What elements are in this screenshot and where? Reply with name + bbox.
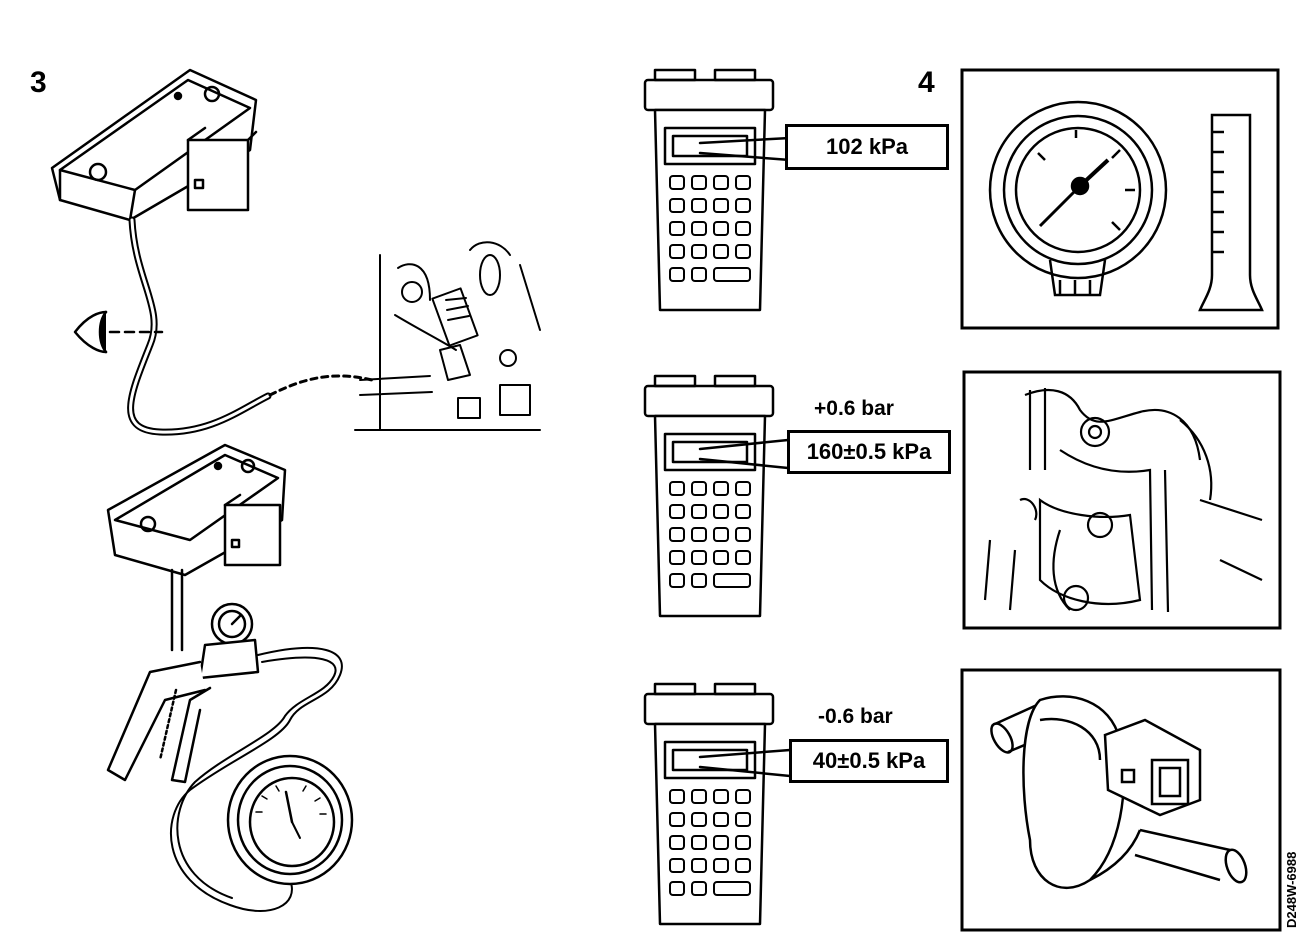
tester-1-key xyxy=(735,244,751,259)
tester-2-key xyxy=(735,504,751,519)
tester-2-key xyxy=(713,527,729,542)
tester-2-key xyxy=(691,481,707,496)
tester-3-key xyxy=(735,789,751,804)
tester-3-key xyxy=(713,789,729,804)
tester-3-key xyxy=(713,835,729,850)
tester-3-key xyxy=(669,881,685,896)
panel-gauge xyxy=(960,68,1280,330)
tester-2-key xyxy=(669,504,685,519)
figure-4-number: 4 xyxy=(918,66,935,99)
tester-2-key xyxy=(691,550,707,565)
tester-3-key xyxy=(691,858,707,873)
engine-bay-detail xyxy=(354,241,541,431)
dashed-hose-path xyxy=(268,374,374,397)
tester-2-key xyxy=(691,573,707,588)
tester-2-key xyxy=(669,481,685,496)
tester-3-key xyxy=(735,812,751,827)
tester-2-key xyxy=(669,550,685,565)
tester-2-key xyxy=(735,481,751,496)
tester-3-key xyxy=(691,835,707,850)
diagnostic-tester-3 xyxy=(643,682,792,926)
reading-1-value: 102 kPa xyxy=(785,124,949,170)
tester-1-key xyxy=(713,221,729,236)
tester-3-key xyxy=(669,835,685,850)
solenoid-valve-detail xyxy=(990,695,1248,890)
tester-3-key xyxy=(735,858,751,873)
tester-2-enter-key xyxy=(713,573,751,588)
vacuum-gauge-large xyxy=(226,754,354,886)
reading-2-value: 160±0.5 kPa xyxy=(787,430,951,474)
reading-2-delta: +0.6 bar xyxy=(814,397,894,420)
vacuum-hose-upper xyxy=(127,216,272,436)
tester-1-key xyxy=(669,198,685,213)
tester-2-key xyxy=(713,481,729,496)
diagnostic-tester-2 xyxy=(643,374,790,618)
tester-1-key xyxy=(735,221,751,236)
tester-1-key xyxy=(669,267,685,282)
diagnostic-tester-1 xyxy=(643,68,792,312)
tester-1-key xyxy=(713,175,729,190)
reading-3-value: 40±0.5 kPa xyxy=(789,739,949,783)
tester-3-key xyxy=(669,858,685,873)
hand-vacuum-pump xyxy=(106,602,260,784)
tester-1-key xyxy=(713,244,729,259)
tester-1-key xyxy=(691,198,707,213)
tester-3-key xyxy=(713,812,729,827)
tester-1-key xyxy=(691,267,707,282)
document-code: D248W-6988 xyxy=(1284,851,1299,928)
tester-1-key xyxy=(669,221,685,236)
panel-gauge-scale xyxy=(1198,113,1264,312)
tester-3-key xyxy=(691,812,707,827)
tester-1-key xyxy=(735,198,751,213)
tester-1-key xyxy=(669,244,685,259)
tester-3-key xyxy=(691,881,707,896)
tester-1-key xyxy=(713,198,729,213)
tester-1-key xyxy=(735,175,751,190)
panel-gauge-dial xyxy=(988,100,1168,297)
tester-2-key xyxy=(691,527,707,542)
tester-1-enter-key xyxy=(713,267,751,282)
reading-3-delta: -0.6 bar xyxy=(818,705,893,728)
valve-assembly-detail xyxy=(983,388,1263,613)
map-sensor-upper xyxy=(50,68,258,222)
tester-3-key xyxy=(691,789,707,804)
tester-1-key xyxy=(691,244,707,259)
eye-icon xyxy=(73,310,164,354)
tester-2-key xyxy=(713,550,729,565)
figure-3-number: 3 xyxy=(30,66,47,99)
tester-3-key xyxy=(713,858,729,873)
tester-2-key xyxy=(735,527,751,542)
tester-2-key xyxy=(735,550,751,565)
panel-solenoid-valve xyxy=(960,668,1282,932)
tester-2-key xyxy=(713,504,729,519)
tester-3-enter-key xyxy=(713,881,751,896)
tester-3-key xyxy=(669,789,685,804)
tester-1-key xyxy=(669,175,685,190)
tester-3-key xyxy=(669,812,685,827)
gauge-hose xyxy=(170,646,343,912)
panel-valve-assembly xyxy=(962,370,1282,630)
tester-1-key xyxy=(691,175,707,190)
tester-1-key xyxy=(691,221,707,236)
tester-2-key xyxy=(691,504,707,519)
map-sensor-lower xyxy=(106,443,287,577)
tester-2-key xyxy=(669,527,685,542)
tester-2-key xyxy=(669,573,685,588)
tester-3-key xyxy=(735,835,751,850)
